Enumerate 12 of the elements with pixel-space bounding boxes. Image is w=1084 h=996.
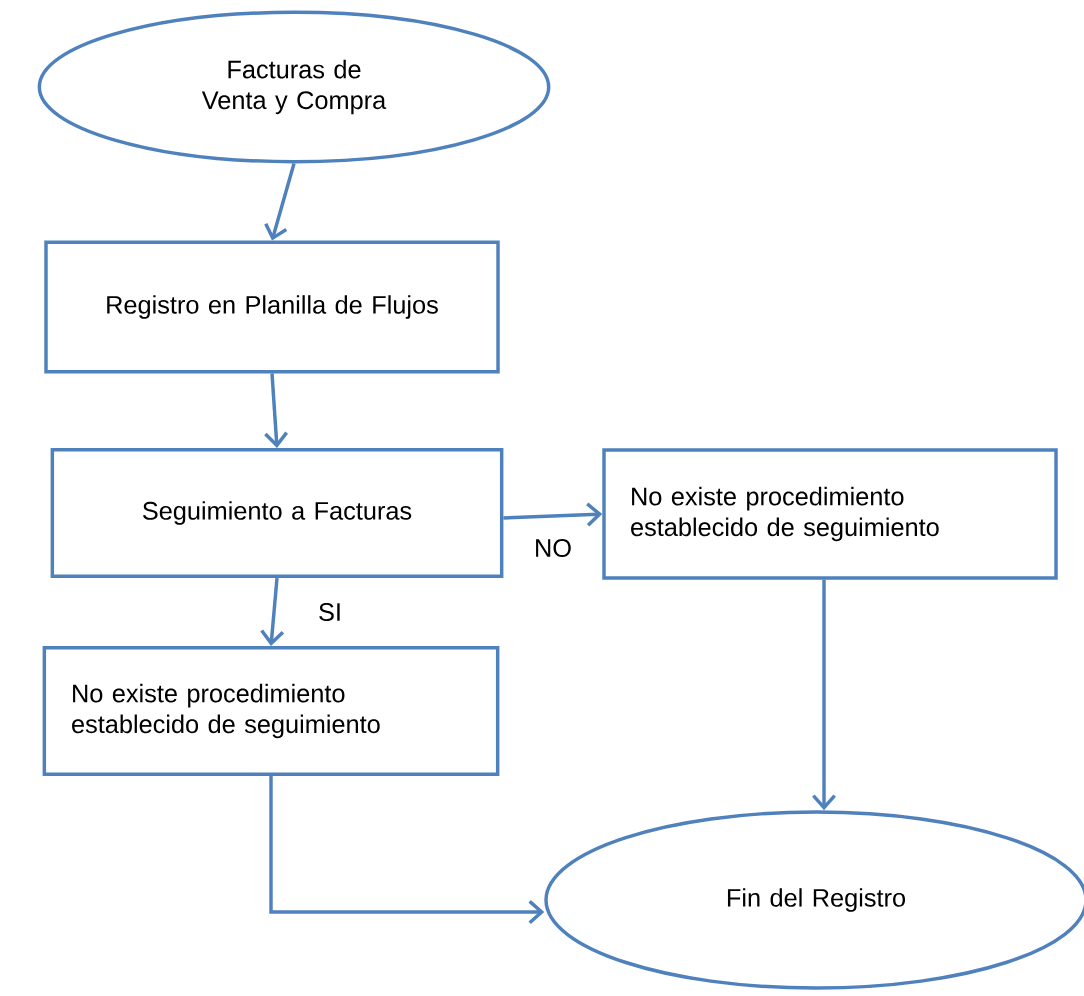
process-box: No existe procedimiento establecido de seguimiento bbox=[42, 645, 500, 777]
edge-label: SI bbox=[316, 601, 344, 623]
process-box: Seguimiento a Facturas bbox=[50, 447, 504, 579]
arrow bbox=[260, 577, 285, 646]
arrow bbox=[812, 579, 836, 811]
process-box: Registro en Planilla de Flujos bbox=[44, 240, 500, 374]
edge-label: NO bbox=[532, 537, 574, 559]
arrow bbox=[503, 502, 603, 527]
arrow bbox=[264, 373, 289, 448]
arrow bbox=[269, 776, 545, 924]
arrow bbox=[264, 162, 296, 241]
process-box: No existe procedimiento establecido de seguimiento bbox=[602, 448, 1058, 580]
